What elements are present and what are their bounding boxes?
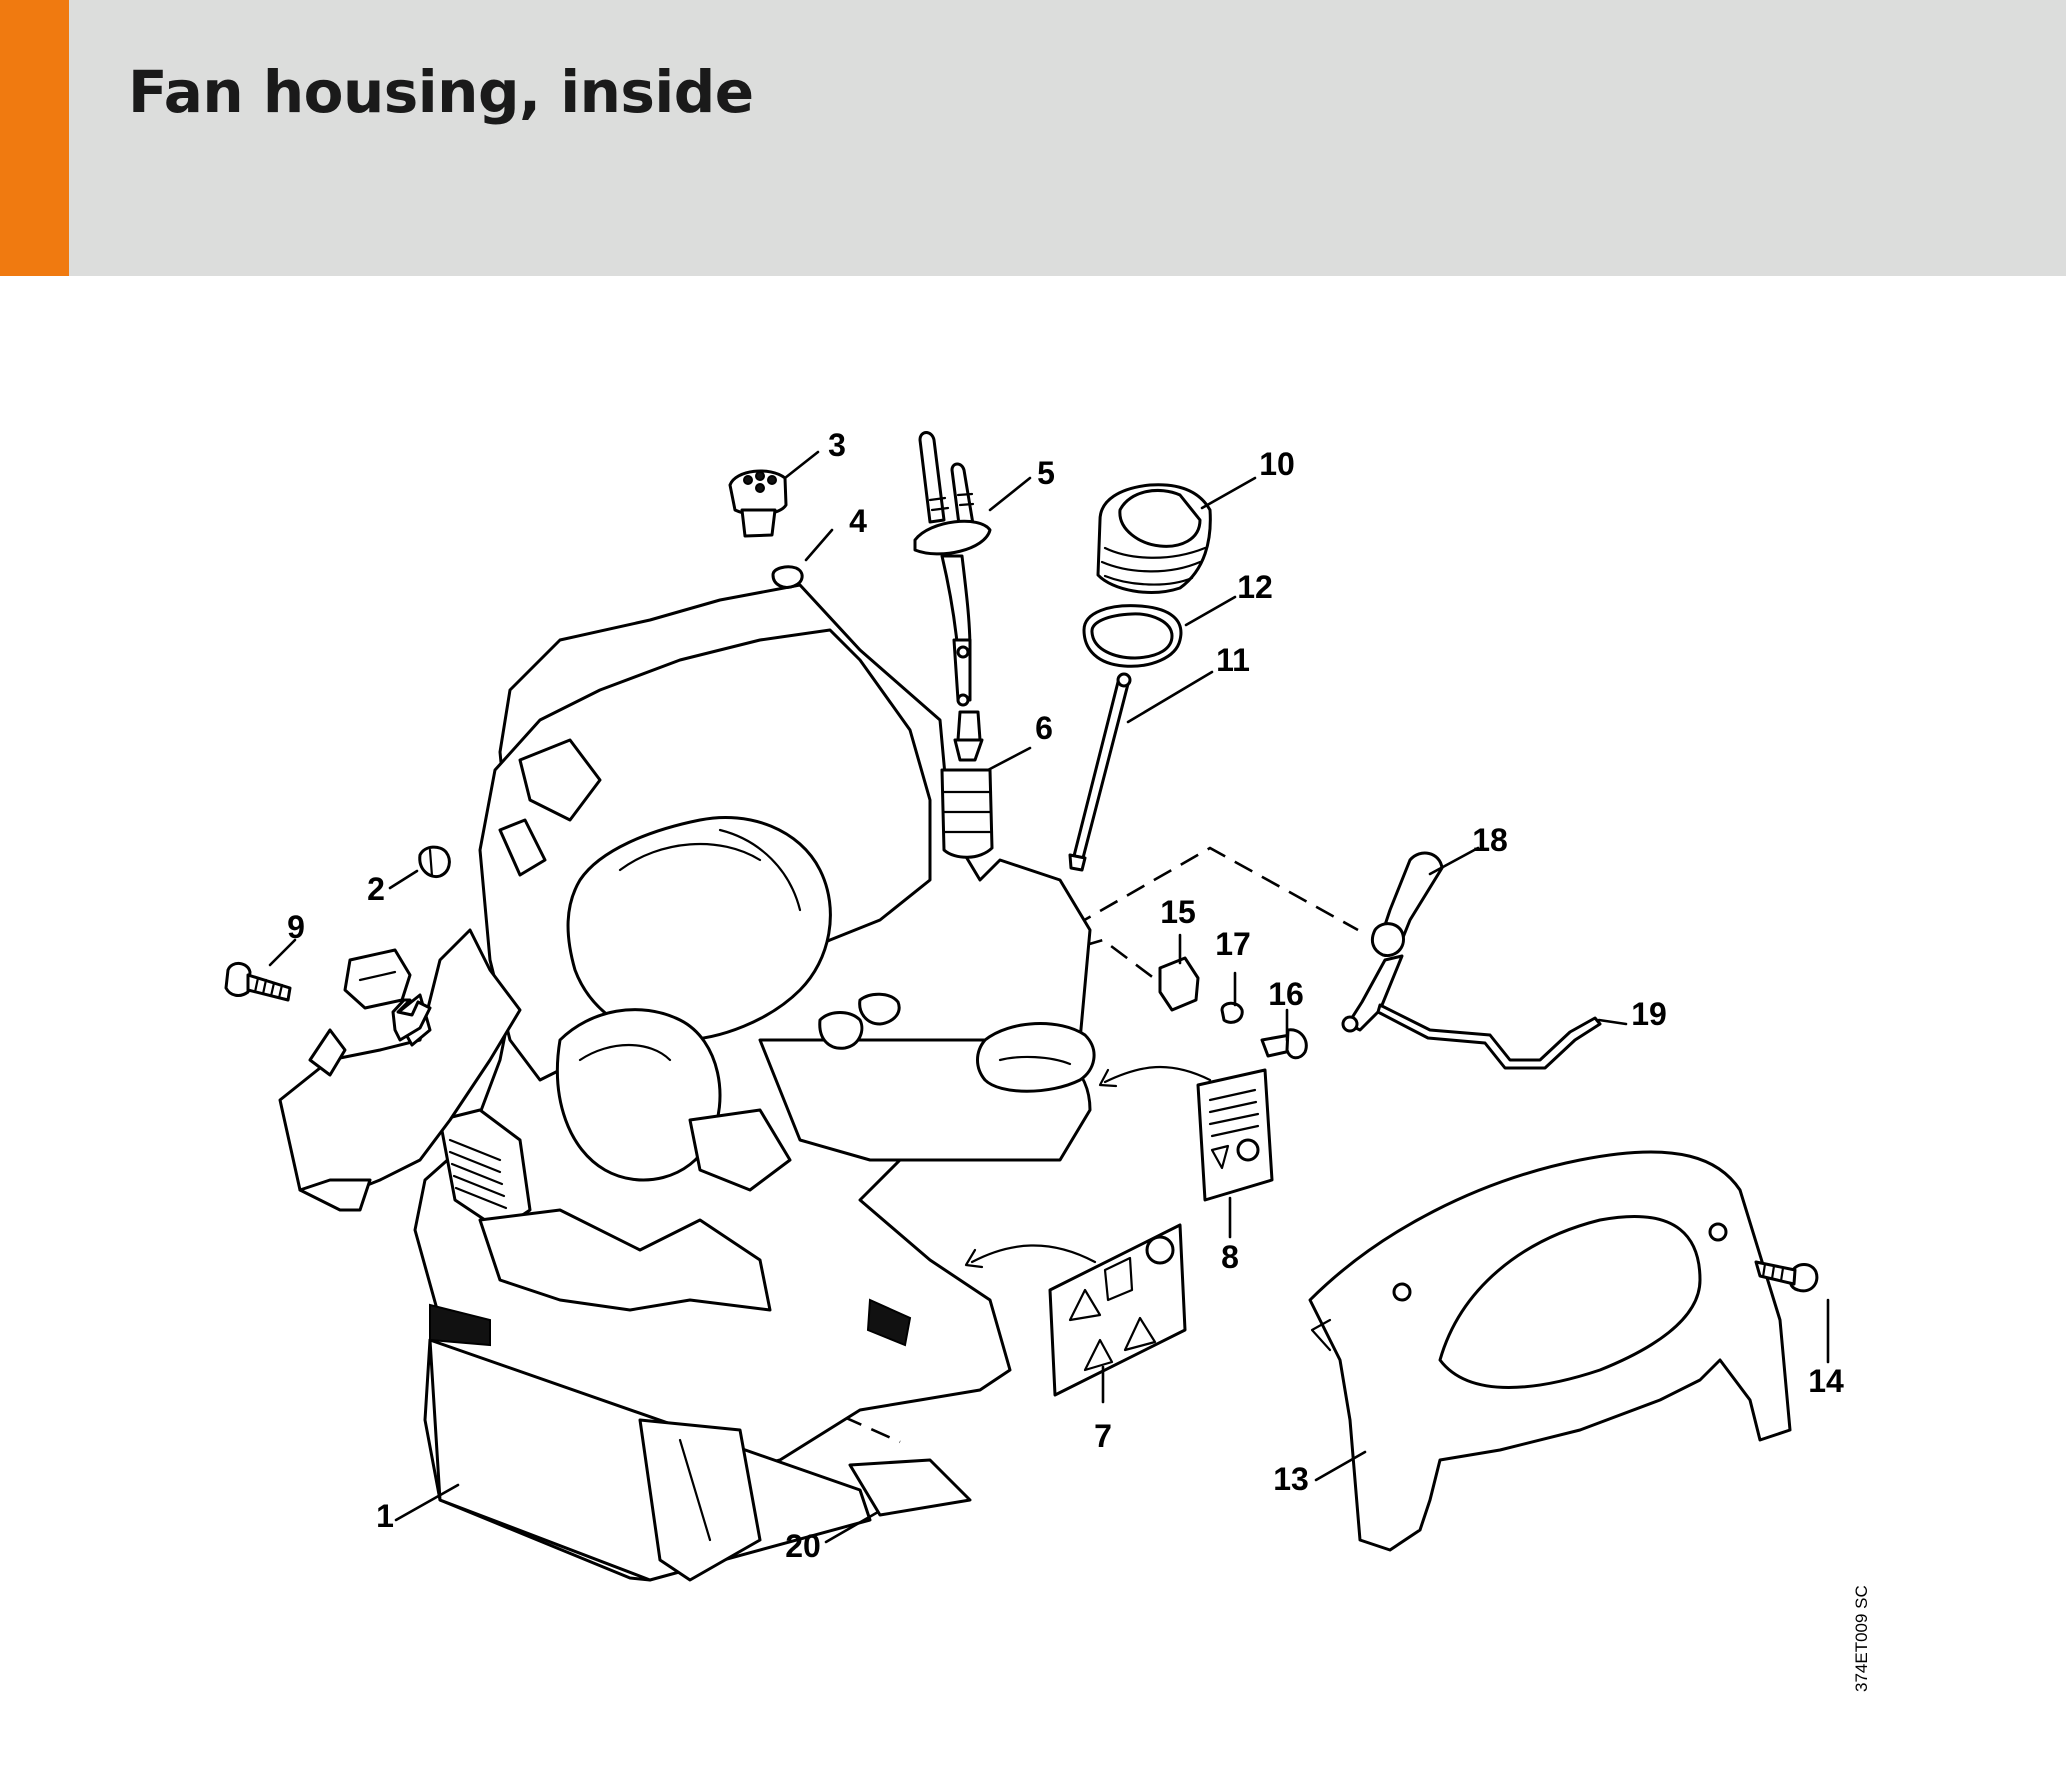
callout-15: 15 <box>1160 894 1196 930</box>
callout-19: 19 <box>1631 996 1667 1032</box>
part-2-plug <box>418 845 451 879</box>
callout-16: 16 <box>1268 976 1304 1012</box>
callout-2: 2 <box>367 871 385 907</box>
header-band <box>0 0 2066 276</box>
accent-bar <box>0 0 69 276</box>
callout-11: 11 <box>1216 642 1250 678</box>
vent-grille <box>448 1138 508 1210</box>
label-arrows <box>964 1065 1212 1269</box>
callout-18: 18 <box>1472 822 1508 858</box>
part-5-fuel-hose <box>913 431 992 707</box>
part-8-label <box>1196 1068 1274 1202</box>
callout-12: 12 <box>1237 569 1273 605</box>
part-side-clip-assembly <box>278 928 522 1212</box>
callout-8: 8 <box>1221 1239 1239 1275</box>
callout-14: 14 <box>1808 1363 1844 1399</box>
callout-4: 4 <box>849 503 867 539</box>
callout-6: 6 <box>1035 710 1053 746</box>
part-7-warning-label <box>1048 1223 1187 1397</box>
part-16-screw <box>1260 1028 1308 1060</box>
part-10-fuel-cap <box>1096 483 1212 594</box>
part-19-wire <box>1376 1003 1602 1070</box>
part-14-screw <box>1754 1260 1819 1293</box>
drawing-code-text: 374ET009 SC <box>1852 1585 1871 1692</box>
part-6-fuel-filter <box>940 710 994 859</box>
callout-9: 9 <box>287 909 305 945</box>
part-11-rod <box>1068 672 1132 872</box>
part-4-oring <box>771 565 804 589</box>
callout-17: 17 <box>1215 926 1251 962</box>
part-fan-housing <box>413 583 1096 1582</box>
page-title: Fan housing, inside <box>128 58 754 126</box>
callout-numbers: 1 2 3 4 5 6 7 8 9 10 11 12 13 14 15 16 1… <box>287 427 1844 1564</box>
part-12-gasket <box>1082 604 1183 668</box>
part-13-handle-cover <box>1308 1150 1792 1552</box>
callout-10: 10 <box>1259 446 1295 482</box>
callout-7: 7 <box>1094 1418 1112 1454</box>
callout-3: 3 <box>828 427 846 463</box>
part-15-clip <box>1158 956 1200 1012</box>
callout-20: 20 <box>785 1528 821 1564</box>
part-3-valve <box>728 469 788 538</box>
part-17-washer <box>1220 1001 1244 1024</box>
part-9-screw <box>224 962 292 1002</box>
part-20-pad <box>848 1458 972 1517</box>
callout-13: 13 <box>1273 1461 1309 1497</box>
leader-lines <box>268 450 1830 1544</box>
callout-5: 5 <box>1037 455 1055 491</box>
callout-1: 1 <box>376 1498 394 1534</box>
part-18-lever <box>1341 851 1444 1033</box>
